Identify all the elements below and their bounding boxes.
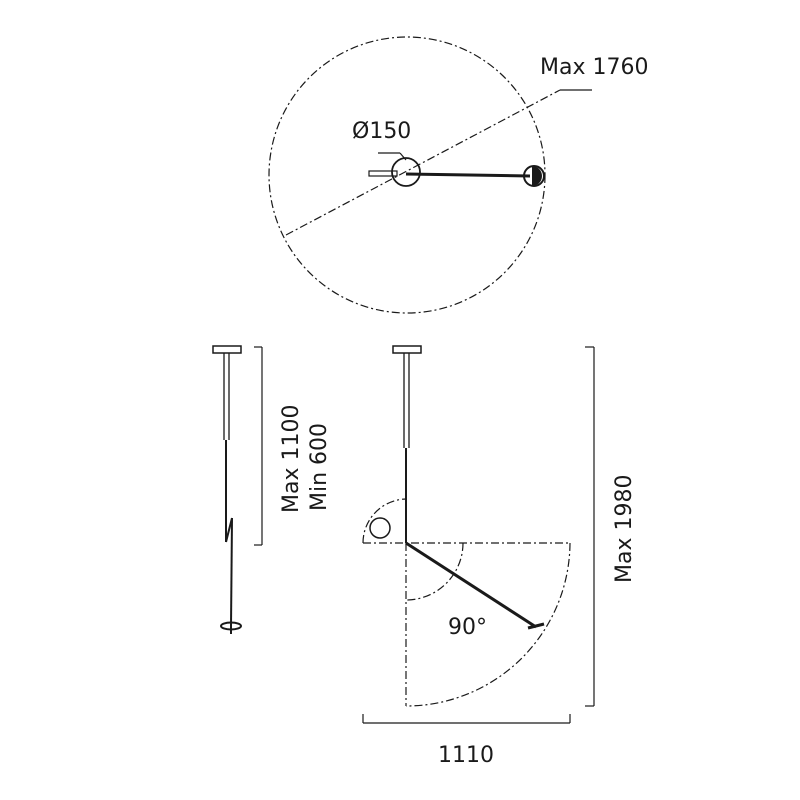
rotation-range-circle: [268, 36, 546, 314]
arm-counter-stub: [368, 170, 398, 177]
max-span-label: Max 1760: [540, 55, 648, 80]
canopy-circle: [391, 157, 421, 187]
span-diagonal-line: [285, 89, 561, 236]
side-view-folded: Max 1100 Min 600: [212, 345, 332, 634]
side-view-extended: 90° Max 1980 1110: [362, 345, 637, 768]
min-height-a-label: Min 600: [307, 423, 332, 511]
arm-folded-2: [230, 517, 233, 627]
arm-extended: [405, 541, 537, 629]
canopy-folded: [212, 345, 242, 354]
angle-label: 90°: [448, 615, 487, 640]
quarter-arc-upper: [362, 498, 407, 544]
counterweight-ball: [369, 517, 391, 539]
lamp-head-top: [523, 165, 545, 187]
angle-arc: [405, 542, 464, 601]
max-height-a-label: Max 1100: [279, 405, 304, 513]
top-view: Max 1760 Ø150: [268, 36, 648, 314]
lamp-head-extended: [527, 622, 545, 630]
swing-range-arc: [405, 542, 571, 707]
width-label: 1110: [438, 743, 494, 768]
arm-rod-top: [405, 172, 531, 178]
diameter-leader-tick: [399, 152, 407, 161]
lamp-head-shade: [532, 166, 542, 186]
diameter-label: Ø150: [352, 119, 411, 144]
canopy-extended: [392, 345, 422, 354]
max-height-b-label: Max 1980: [612, 475, 637, 583]
